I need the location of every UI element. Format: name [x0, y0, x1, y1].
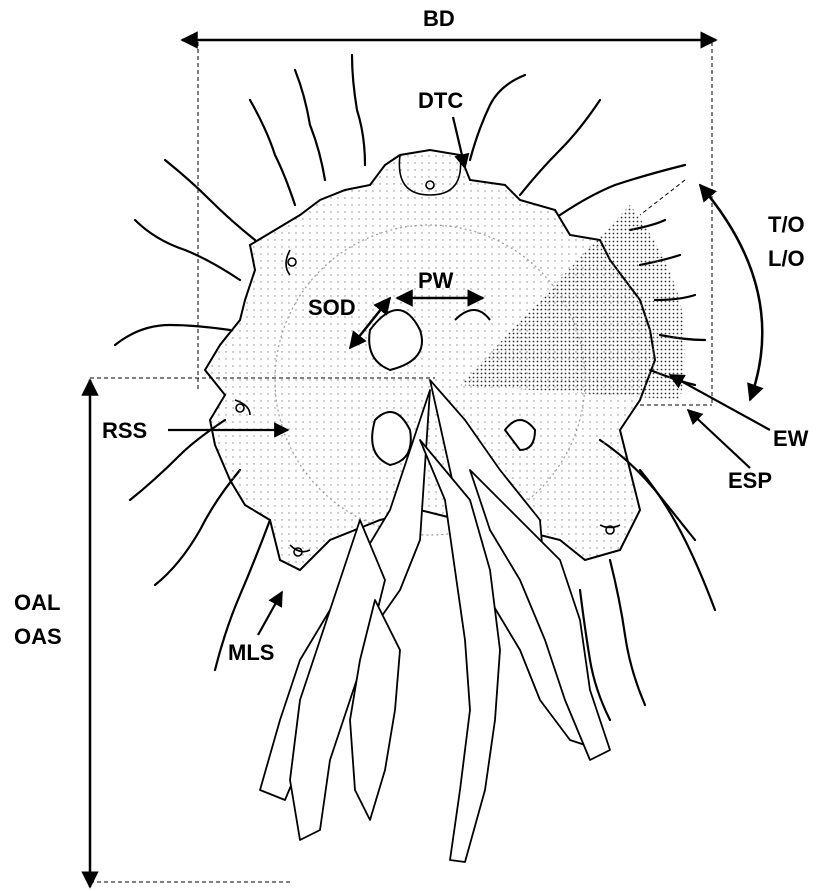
label-bd: BD: [423, 8, 455, 30]
label-oal: OAL: [14, 586, 62, 620]
label-dtc: DTC: [418, 90, 463, 112]
label-pw: PW: [418, 270, 453, 292]
label-oas: OAS: [14, 620, 62, 654]
label-sod: SOD: [308, 297, 356, 319]
label-ew: EW: [773, 428, 808, 450]
label-to: T/O: [768, 208, 805, 242]
label-to-lo: T/O L/O: [768, 208, 805, 276]
label-esp: ESP: [728, 470, 772, 492]
label-mls: MLS: [228, 642, 274, 664]
label-oal-oas: OAL OAS: [14, 586, 62, 654]
label-rss: RSS: [102, 420, 147, 442]
label-lo: L/O: [768, 242, 805, 276]
